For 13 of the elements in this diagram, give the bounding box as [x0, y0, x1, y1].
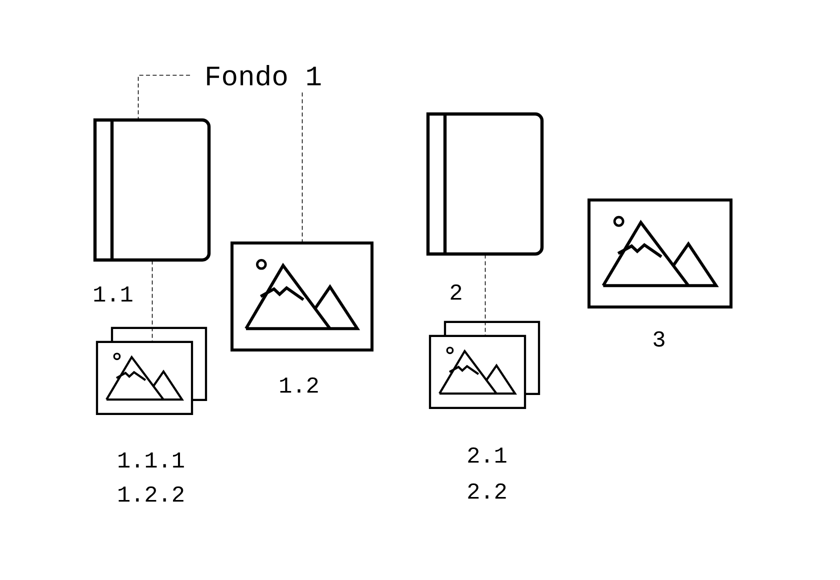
connector-line — [152, 260, 153, 342]
connector-line — [302, 92, 303, 244]
number-label: 2.2 — [468, 483, 506, 499]
heading-label: Fondo 1 — [207, 64, 321, 86]
number-label: 2.1 — [468, 447, 506, 463]
number-label: 1.2.2 — [118, 486, 184, 502]
connector-line — [484, 254, 486, 336]
number-label: 1.1.1 — [118, 452, 184, 468]
number-label: 1.2 — [280, 377, 318, 393]
number-label: 2 — [450, 284, 462, 300]
number-label: 3 — [654, 331, 664, 347]
number-label: 1.1 — [94, 286, 132, 302]
connector-line — [138, 74, 190, 120]
